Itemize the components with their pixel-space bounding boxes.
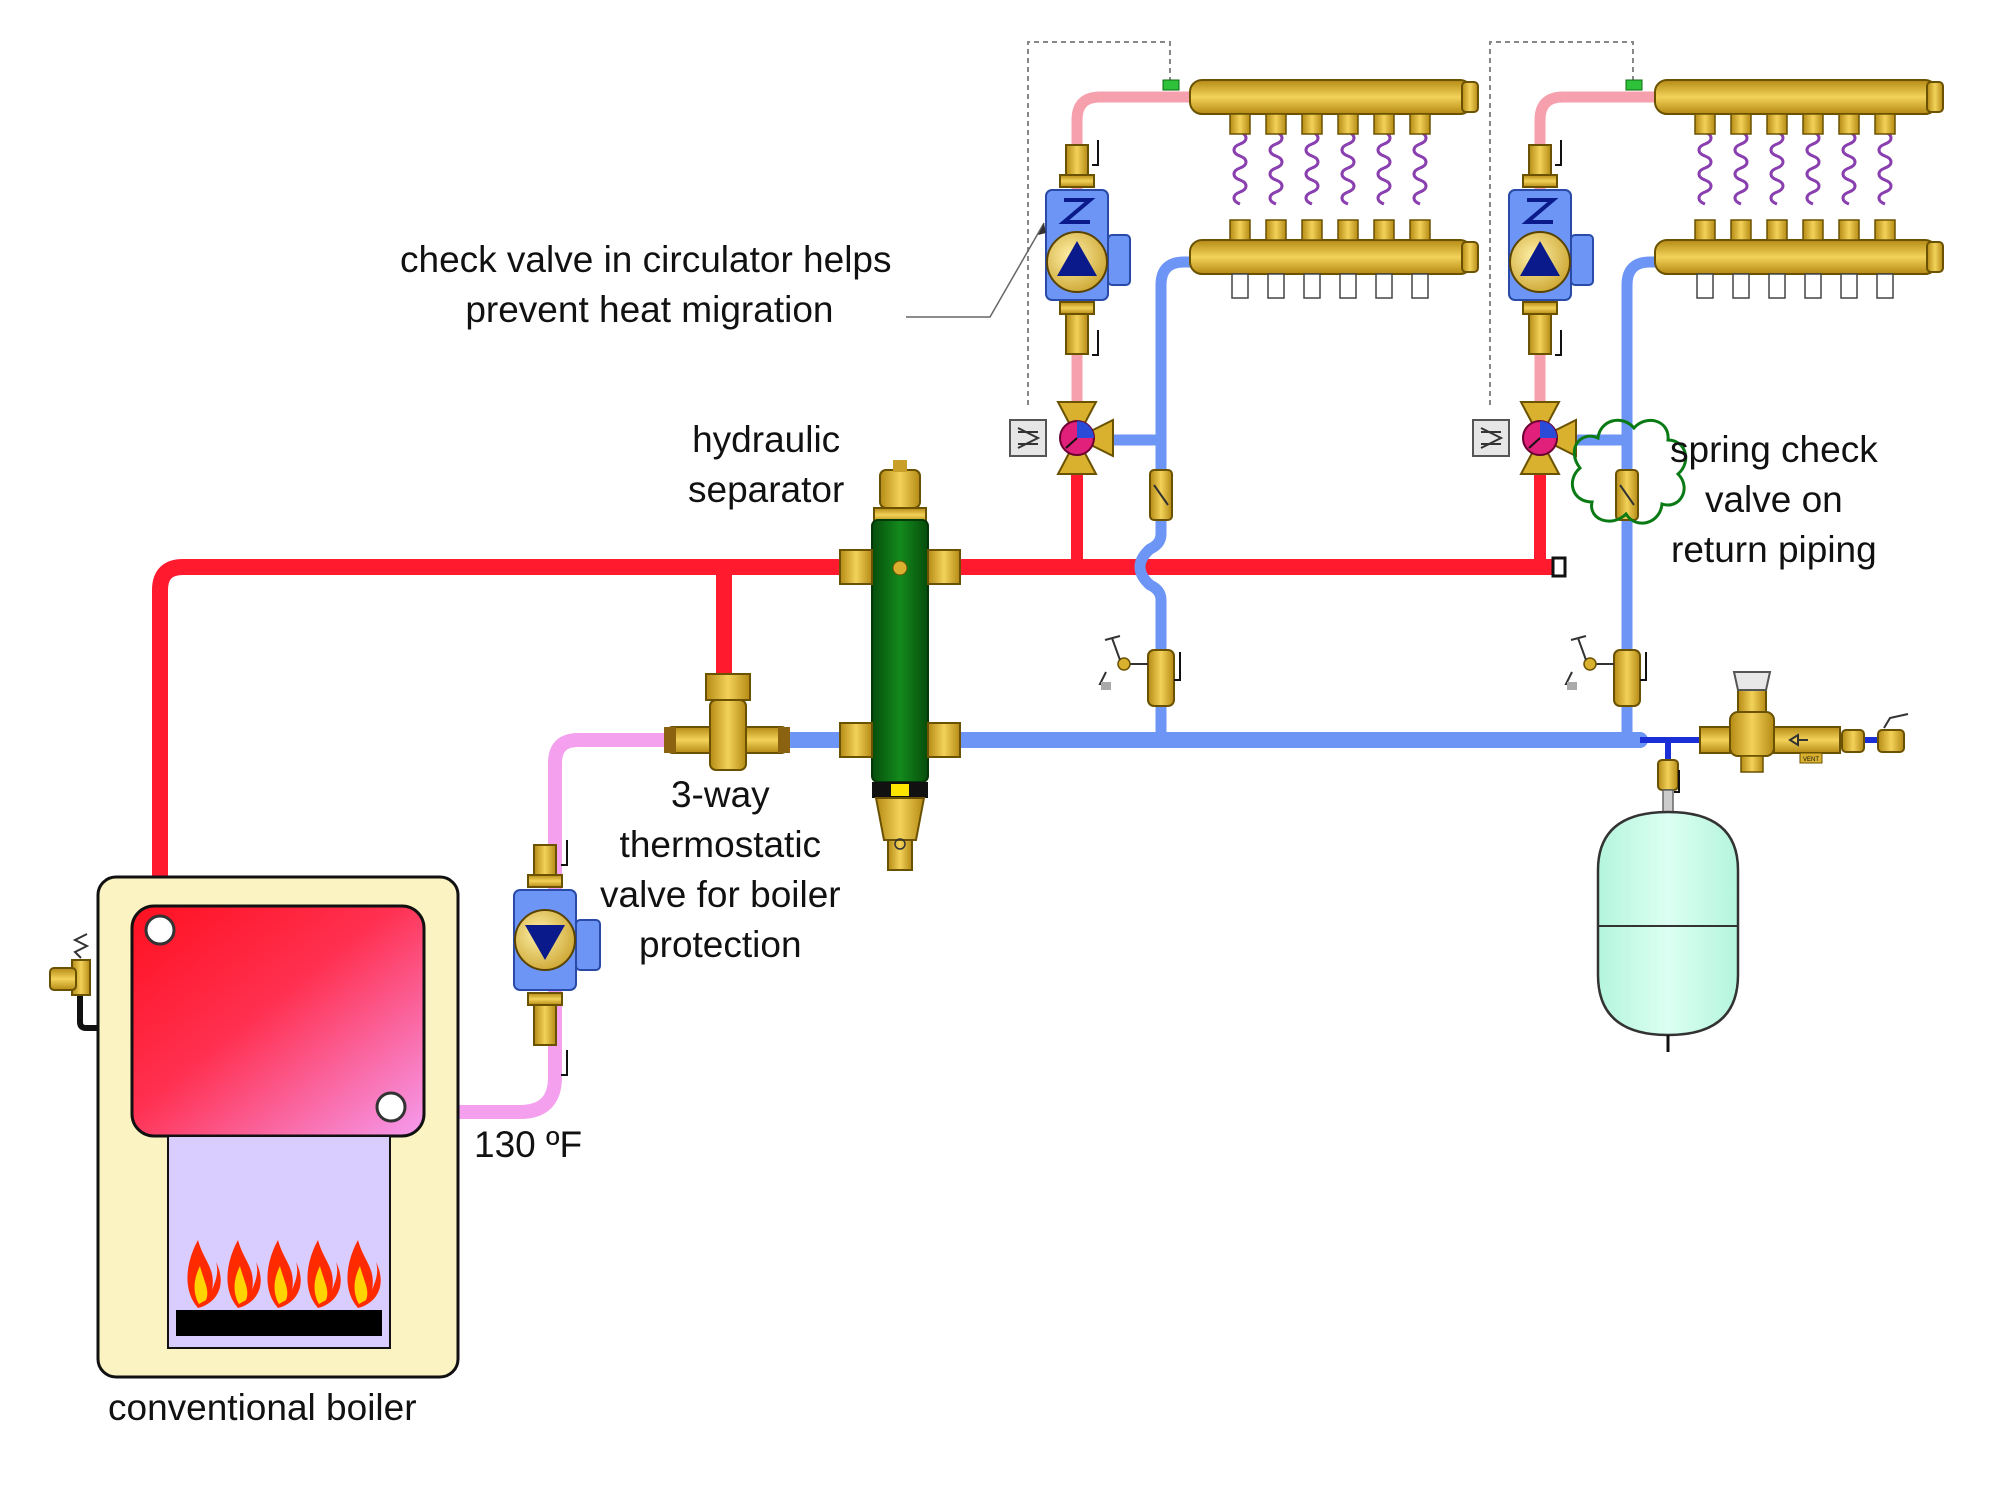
hydraulic-separator (839, 460, 961, 871)
three-way-valve-line-1: 3-way (670, 774, 770, 815)
zone-2-mixing-valve (1472, 401, 1577, 475)
check-valve-note-label: check valve in circulator helps prevent … (400, 235, 892, 335)
three-way-valve-line-4: protection (639, 924, 802, 965)
check-valve-note-line-2: prevent heat migration (465, 289, 834, 330)
spring-check-highlight-cloud (1570, 418, 1688, 525)
zone-1-manifold (1189, 79, 1479, 299)
fill-valve-assembly: VENT (1699, 671, 1909, 773)
zone-1-purge-valve (1098, 635, 1181, 707)
three-way-valve-line-2: thermostatic (619, 824, 822, 865)
hydraulic-separator-label: hydraulic separator (688, 415, 844, 515)
hydraulic-separator-line-1: hydraulic (692, 419, 841, 460)
boiler-label: conventional boiler (108, 1387, 417, 1428)
zone-2-purge-valve (1564, 635, 1647, 707)
zone-1-circulator (1045, 140, 1131, 356)
check-valve-leader-line (906, 222, 1045, 318)
zone-1-mixing-valve (1009, 401, 1114, 475)
three-way-thermostatic-valve (664, 673, 790, 771)
spring-check-label: spring check valve on return piping (1670, 425, 1878, 575)
zone-2-circulator (1508, 140, 1594, 356)
boiler-return-temperature-label: 130 ºF (474, 1124, 583, 1165)
three-way-valve-line-3: valve for boiler (600, 874, 841, 915)
regulator-tag-label: VENT (1803, 757, 1819, 763)
zone-2-spring-check-valve (1615, 469, 1639, 521)
expansion-tank (1596, 759, 1740, 1052)
zone-2-manifold (1654, 79, 1944, 299)
spring-check-line-3: return piping (1671, 529, 1877, 570)
burner-flames (187, 1240, 381, 1308)
zone-1-control-wiring (1027, 41, 1180, 405)
check-valve-note-line-1: check valve in circulator helps (400, 239, 892, 280)
three-way-valve-label: 3-way thermostatic valve for boiler prot… (600, 770, 841, 970)
zone-2-control-wiring (1489, 41, 1643, 405)
spring-check-line-2: valve on (1704, 479, 1843, 520)
spring-check-line-1: spring check (1670, 429, 1878, 470)
secondary-supply-piping (1071, 91, 1655, 410)
conventional-boiler (49, 875, 460, 1379)
boiler-circulator (513, 840, 601, 1076)
zone-1-spring-check-valve (1149, 469, 1173, 521)
supply-piping (152, 470, 1567, 930)
hydraulic-separator-line-2: separator (688, 469, 845, 510)
